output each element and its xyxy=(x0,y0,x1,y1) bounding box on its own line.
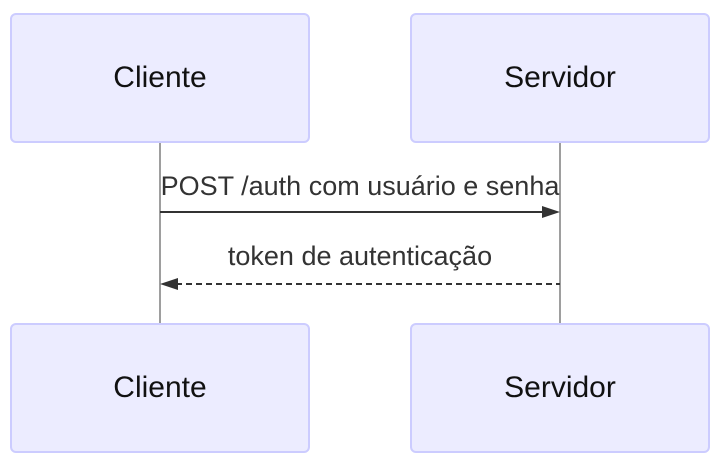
actor-label-cliente-bottom: Cliente xyxy=(113,371,207,404)
message-line-solid xyxy=(160,211,556,213)
actor-box-cliente-top: Cliente xyxy=(10,13,310,143)
actor-label-cliente-top: Cliente xyxy=(113,61,207,94)
actor-box-servidor-bottom: Servidor xyxy=(410,323,710,453)
actor-box-cliente-bottom: Cliente xyxy=(10,323,310,453)
actor-box-servidor-top: Servidor xyxy=(410,13,710,143)
lifeline-cliente xyxy=(159,143,161,323)
actor-label-servidor-top: Servidor xyxy=(504,61,616,94)
arrowhead-right-icon xyxy=(542,206,560,218)
actor-label-servidor-bottom: Servidor xyxy=(504,371,616,404)
message-label-token: token de autenticação xyxy=(227,241,493,271)
message-line-dashed xyxy=(176,283,560,285)
arrowhead-left-icon xyxy=(160,278,178,290)
lifeline-servidor xyxy=(559,143,561,323)
message-label-post-auth: POST /auth com usuário e senha xyxy=(160,171,560,201)
